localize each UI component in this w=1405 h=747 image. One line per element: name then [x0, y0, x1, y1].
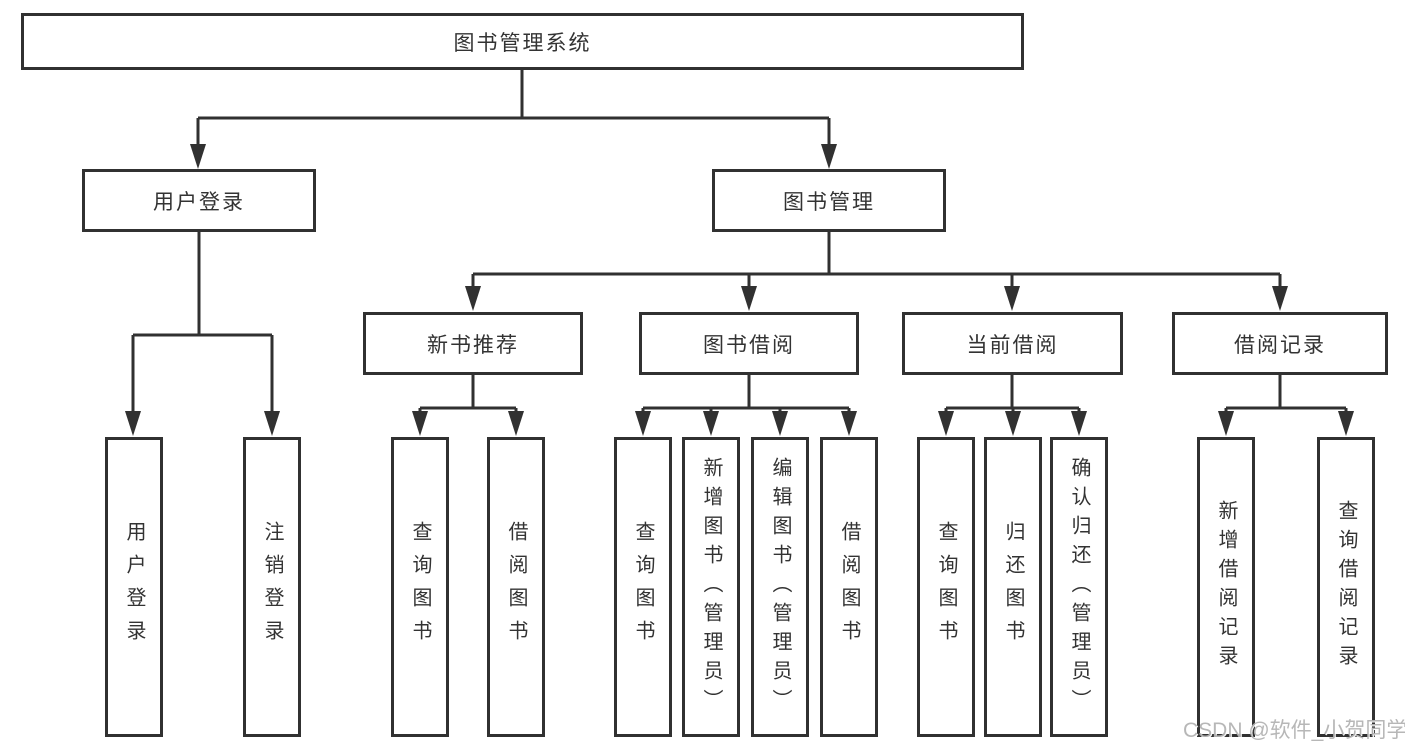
- node-borrowing-records: 借阅记录: [1172, 312, 1388, 375]
- leaf-label: 查询借阅记录: [1335, 500, 1357, 674]
- node-label: 图书借阅: [703, 332, 795, 357]
- node-user-login: 用户登录: [82, 169, 316, 232]
- leaf-borrow-books: 借阅图书: [820, 437, 878, 737]
- leaf-label: 注销登录: [261, 521, 283, 653]
- leaf-label: 归还图书: [1002, 521, 1024, 653]
- node-current-borrowing: 当前借阅: [902, 312, 1123, 375]
- node-label: 图书管理系统: [453, 30, 592, 55]
- csdn-watermark: CSDN @软件_小贺同学: [1183, 719, 1405, 742]
- leaf-query-books-borrowing: 查询图书: [614, 437, 672, 737]
- leaf-label: 查询图书: [935, 521, 957, 653]
- leaf-label: 用户登录: [123, 521, 145, 653]
- leaf-user-login: 用户登录: [105, 437, 163, 737]
- node-book-management: 图书管理: [712, 169, 946, 232]
- node-library-management-system: 图书管理系统: [21, 13, 1024, 70]
- leaf-add-borrow-record: 新增借阅记录: [1197, 437, 1255, 737]
- leaf-add-books-admin: 新增图书（管理员）: [682, 437, 740, 737]
- leaf-label: 查询图书: [409, 521, 431, 653]
- leaf-label: 新增图书（管理员）: [700, 456, 722, 718]
- node-label: 当前借阅: [966, 332, 1059, 357]
- leaf-confirm-return-admin: 确认归还（管理员）: [1050, 437, 1108, 737]
- node-label: 新书推荐: [427, 332, 519, 357]
- node-label: 用户登录: [153, 189, 245, 214]
- leaf-query-books-recommend: 查询图书: [391, 437, 449, 737]
- leaf-query-borrow-record: 查询借阅记录: [1317, 437, 1375, 737]
- leaf-label: 编辑图书（管理员）: [769, 456, 791, 718]
- leaf-edit-books-admin: 编辑图书（管理员）: [751, 437, 809, 737]
- leaf-label: 查询图书: [632, 521, 654, 653]
- node-label: 图书管理: [783, 189, 875, 214]
- leaf-return-books: 归还图书: [984, 437, 1042, 737]
- leaf-label: 新增借阅记录: [1215, 500, 1237, 674]
- leaf-logout: 注销登录: [243, 437, 301, 737]
- leaf-label: 确认归还（管理员）: [1068, 456, 1090, 718]
- node-book-borrowing: 图书借阅: [639, 312, 859, 375]
- leaf-label: 借阅图书: [505, 521, 527, 653]
- node-label: 借阅记录: [1234, 332, 1326, 357]
- leaf-query-books-current: 查询图书: [917, 437, 975, 737]
- leaf-label: 借阅图书: [838, 521, 860, 653]
- leaf-borrow-books-recommend: 借阅图书: [487, 437, 545, 737]
- node-new-book-recommendation: 新书推荐: [363, 312, 583, 375]
